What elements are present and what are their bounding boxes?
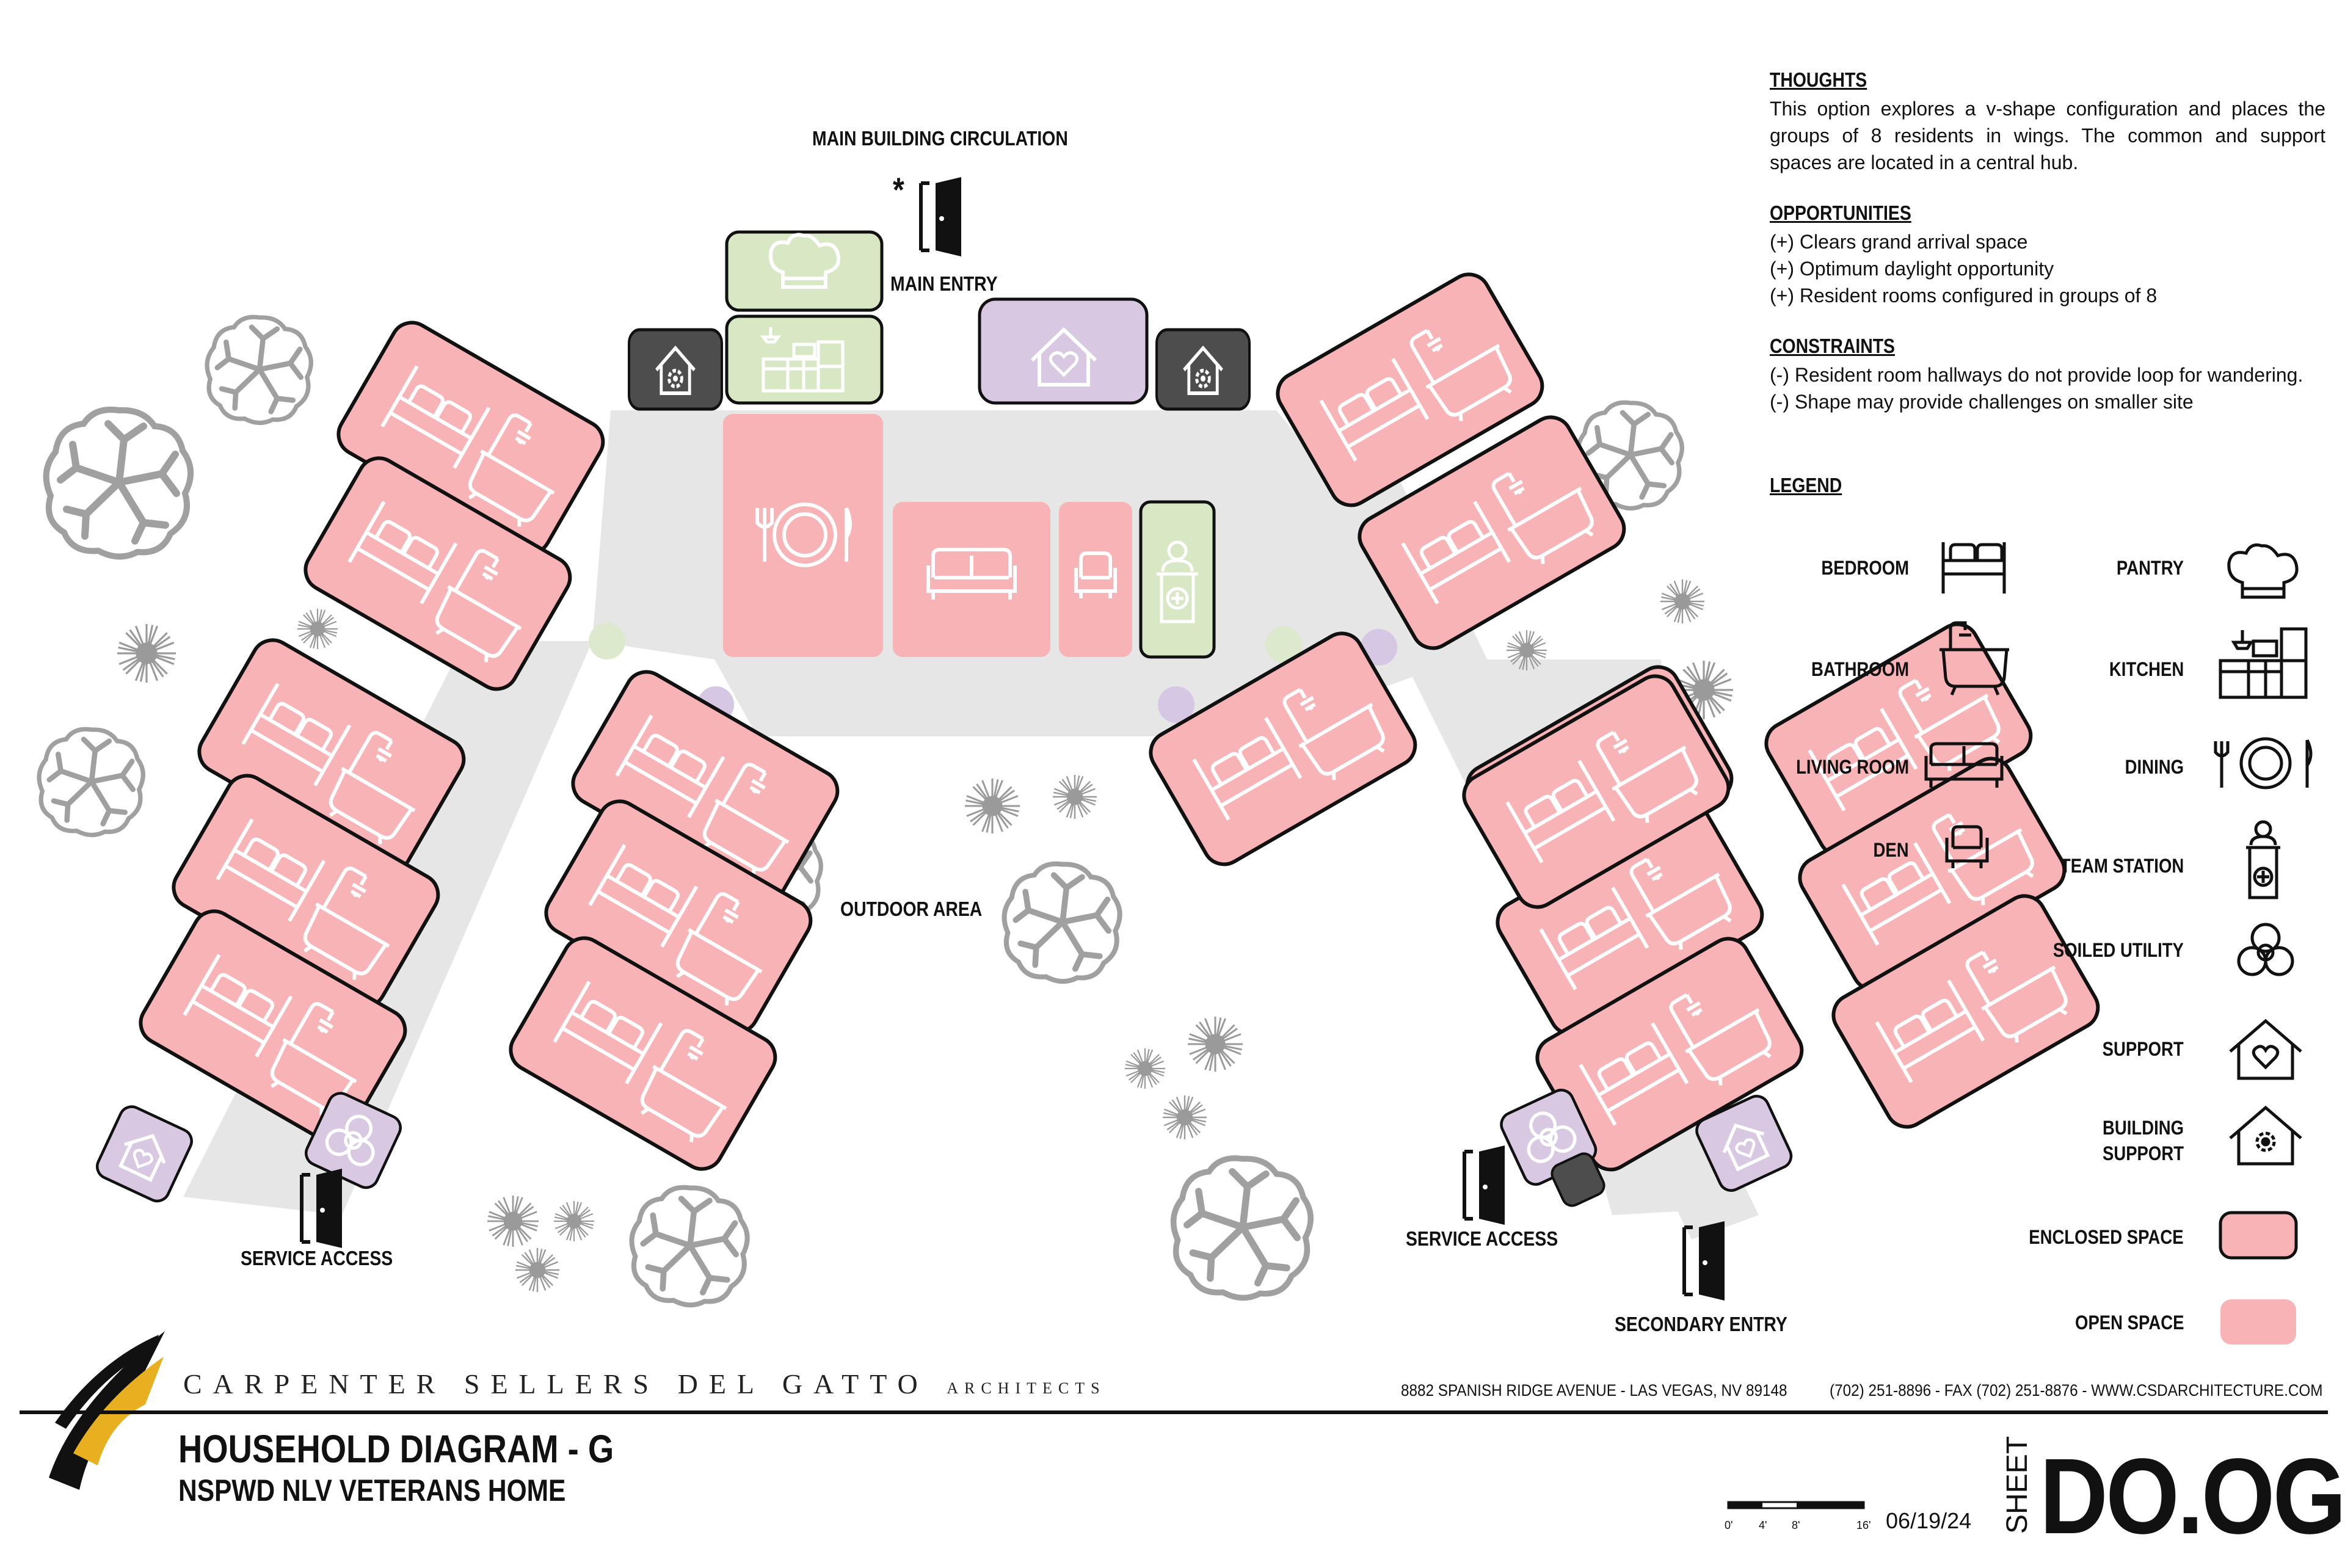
project-name: NSPWD NLV VETERANS HOME	[178, 1473, 566, 1508]
legend-dining: DINING	[2125, 756, 2184, 778]
den-room	[1059, 502, 1132, 657]
legend-open-space: OPEN SPACE	[2074, 1312, 2184, 1334]
building-support-left	[629, 330, 722, 409]
enclosed-space-swatch	[2219, 1211, 2298, 1260]
service-access-left-label: SERVICE ACCESS	[241, 1247, 393, 1269]
opportunity-item: (+) Clears grand arrival space	[1770, 231, 2028, 253]
open-space-swatch	[2220, 1299, 2296, 1345]
legend-soiled-utility: SOILED UTILITY	[2052, 939, 2184, 961]
kitchen-room	[725, 314, 884, 405]
legend-bedroom: BEDROOM	[1821, 557, 1909, 579]
legend-building-support: BUILDING SUPPORT	[2102, 1117, 2184, 1164]
support-house-icon	[1030, 327, 1097, 387]
main-circulation-label: MAIN BUILDING CIRCULATION	[812, 127, 1068, 150]
legend-team-station: TEAM STATION	[2060, 855, 2184, 877]
legend-kitchen: KITCHEN	[2109, 658, 2184, 680]
support-icon	[2229, 1018, 2302, 1080]
constraints-heading: CONSTRAINTS	[1770, 335, 1895, 357]
den-icon	[1945, 825, 1989, 868]
living-room	[893, 502, 1050, 657]
kitchen-icon	[2219, 627, 2308, 699]
sheet-title: HOUSEHOLD DIAGRAM - G	[178, 1427, 614, 1471]
scale-bar	[1727, 1501, 1865, 1509]
building-support-small	[1551, 1152, 1605, 1207]
scale-label: 0'	[1725, 1519, 1733, 1531]
kitchen-icon	[760, 327, 845, 393]
sheet-number: DO.OG	[2040, 1437, 2345, 1556]
service-access-right-label: SERVICE ACCESS	[1406, 1227, 1558, 1250]
asterisk: *	[893, 170, 904, 209]
title-rule	[20, 1410, 2328, 1414]
support-left	[93, 1103, 195, 1205]
notes-panel: THOUGHTS This option explores a v-shape …	[1770, 68, 2325, 501]
firm-contact: (702) 251-8896 - FAX (702) 251-8876 - WW…	[1830, 1381, 2323, 1399]
right-wing	[1143, 267, 2106, 1207]
legend-living-room: LIVING ROOM	[1796, 756, 1909, 778]
living-room-icon	[1924, 742, 2004, 788]
firm-name: CARPENTER SELLERS DEL GATTO ARCHITECTS	[183, 1368, 1106, 1400]
biohazard-icon	[2237, 923, 2294, 976]
dining-icon	[755, 503, 852, 567]
pantry-icon	[2227, 543, 2299, 599]
legend-heading: LEGEND	[1770, 474, 1842, 496]
legend-enclosed-space: ENCLOSED SPACE	[2029, 1226, 2184, 1248]
team-station-icon	[2246, 820, 2280, 899]
secondary-entry-label: SECONDARY ENTRY	[1615, 1313, 1787, 1335]
opportunities-heading: OPPORTUNITIES	[1770, 201, 1911, 224]
outdoor-area-label: OUTDOOR AREA	[840, 898, 983, 920]
scale-label: 4'	[1759, 1519, 1767, 1531]
pantry-room	[725, 230, 884, 312]
building-support-right	[1157, 330, 1249, 409]
scale-label: 8'	[1792, 1519, 1800, 1531]
service-access-door-right	[1464, 1145, 1505, 1225]
constraint-item: (-) Resident room hallways do not provid…	[1770, 364, 2303, 386]
firm-name-text: CARPENTER SELLERS DEL GATTO	[183, 1368, 929, 1399]
sheet-word: SHEET	[2001, 1436, 2034, 1534]
thoughts-text: This option explores a v-shape configura…	[1770, 98, 2325, 173]
sofa-icon	[926, 548, 1017, 600]
main-entry-label: MAIN ENTRY	[890, 272, 998, 295]
team-station-icon	[1157, 540, 1198, 623]
thoughts-heading: THOUGHTS	[1770, 68, 1867, 91]
legend-icons	[1924, 542, 2313, 1166]
dining-icon	[2214, 737, 2313, 789]
building-support-icon	[2229, 1105, 2302, 1166]
opportunity-item: (+) Resident rooms configured in groups …	[1770, 285, 2158, 307]
main-entry-door	[921, 177, 961, 256]
bedroom-icon	[1941, 542, 2006, 593]
legend-support: SUPPORT	[2102, 1038, 2184, 1060]
firm-suffix: ARCHITECTS	[947, 1379, 1106, 1397]
legend-pantry: PANTRY	[2116, 557, 2184, 579]
opportunity-item: (+) Optimum daylight opportunity	[1770, 258, 2054, 280]
sheet-date: 06/19/24	[1886, 1508, 1972, 1533]
constraint-item: (-) Shape may provide challenges on smal…	[1770, 391, 2194, 413]
legend-den: DEN	[1873, 839, 1909, 861]
scale-label: 16'	[1856, 1519, 1871, 1531]
firm-address: 8882 SPANISH RIDGE AVENUE - LAS VEGAS, N…	[1401, 1381, 1787, 1399]
chef-hat-icon	[768, 233, 840, 289]
team-station-room	[1139, 500, 1216, 659]
armchair-icon	[1074, 551, 1117, 598]
bathroom-icon	[1940, 621, 2009, 695]
support-room-hub	[978, 297, 1149, 405]
dining-room	[723, 414, 883, 657]
central-hub	[629, 230, 1249, 659]
legend-bathroom: BATHROOM	[1811, 658, 1909, 680]
